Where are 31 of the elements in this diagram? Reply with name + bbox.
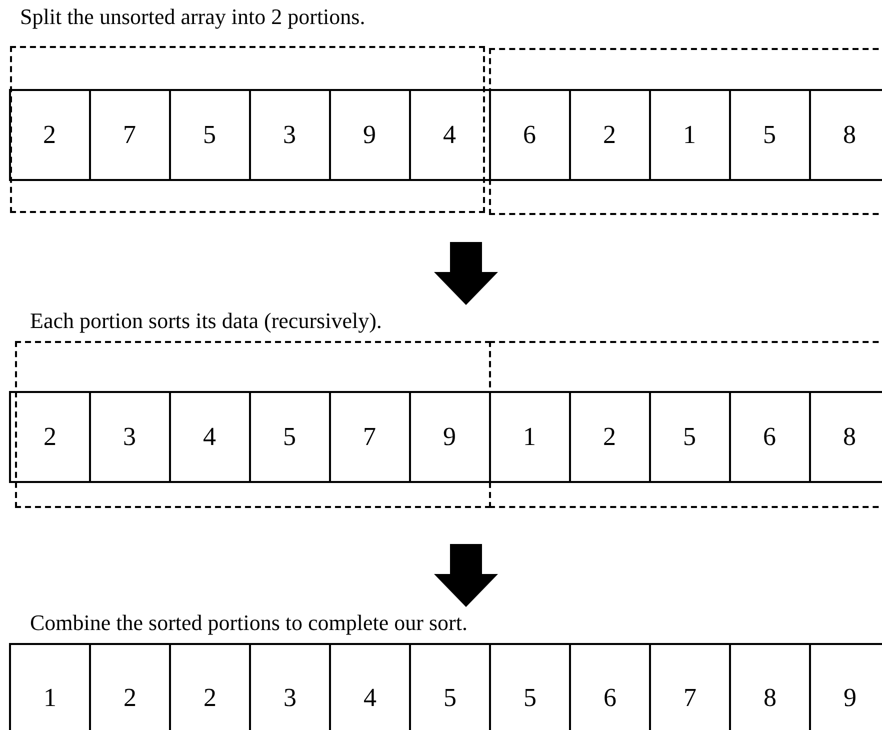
block-arrow (434, 544, 498, 607)
array-cell: 1 (488, 390, 570, 482)
array-cell: 1 (9, 643, 91, 730)
array-cell: 7 (88, 88, 170, 180)
array-cell: 8 (808, 390, 882, 482)
array-cell: 3 (248, 88, 330, 180)
array-cell: 5 (248, 390, 330, 482)
array-cell: 3 (88, 390, 170, 482)
portion-outline (15, 341, 491, 508)
step-caption: Each portion sorts its data (recursively). (30, 306, 730, 338)
array-cell: 7 (328, 390, 410, 482)
array-cell: 6 (728, 390, 810, 482)
array-cell: 2 (568, 390, 650, 482)
array-cell: 5 (168, 88, 250, 180)
array-cell: 9 (408, 390, 490, 482)
array-cell: 5 (648, 390, 730, 482)
step-caption: Combine the sorted portions to complete our sort. (30, 608, 730, 640)
portion-outline (489, 341, 882, 508)
portion-outline (489, 48, 882, 215)
array-cell: 4 (168, 390, 250, 482)
array-cell: 8 (808, 88, 882, 180)
array-cell: 9 (328, 88, 410, 180)
array-cell: 2 (9, 391, 91, 483)
array-cell: 5 (728, 88, 810, 180)
array-cell: 2 (8, 88, 90, 180)
array-cell: 1 (648, 88, 730, 180)
block-arrow (434, 242, 498, 305)
array-cell: 6 (488, 88, 570, 180)
array-cell: 4 (408, 88, 490, 180)
step-caption: Split the unsorted array into 2 portions. (20, 2, 720, 34)
array-cell: 2 (568, 88, 650, 180)
